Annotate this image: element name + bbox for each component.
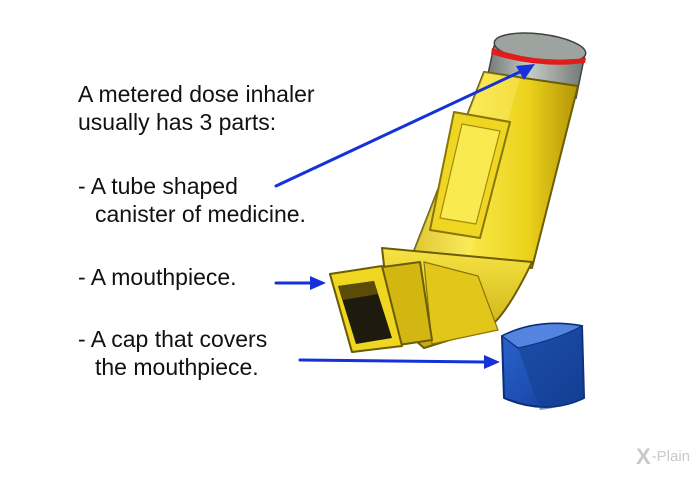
part-line: - A tube shaped: [78, 173, 238, 199]
brand-name: -Plain: [651, 448, 690, 465]
part-canister-label: - A tube shaped canister of medicine.: [78, 172, 306, 228]
canister-arrow: [274, 64, 535, 188]
mouthpiece: [329, 261, 433, 353]
brand-glyph: X: [635, 444, 651, 469]
part-mouthpiece-label: - A mouthpiece.: [78, 263, 237, 291]
part-line: canister of medicine.: [95, 201, 306, 227]
part-line: - A cap that covers: [78, 326, 268, 352]
pointer-arrows: [274, 64, 535, 369]
part-line: the mouthpiece.: [95, 354, 259, 380]
intro-text: A metered dose inhaler usually has 3 par…: [78, 80, 315, 136]
mouthpiece-arrow: [274, 276, 326, 290]
mouthpiece-cap: [500, 322, 585, 410]
part-cap-label: - A cap that covers the mouthpiece.: [78, 325, 267, 381]
intro-line: A metered dose inhaler: [78, 81, 315, 107]
x-plain-logo: X-Plain: [636, 444, 690, 470]
part-line: - A mouthpiece.: [78, 264, 237, 290]
cap-arrow: [298, 355, 500, 369]
intro-line: usually has 3 parts:: [78, 109, 277, 135]
actuator-body: [411, 71, 579, 269]
